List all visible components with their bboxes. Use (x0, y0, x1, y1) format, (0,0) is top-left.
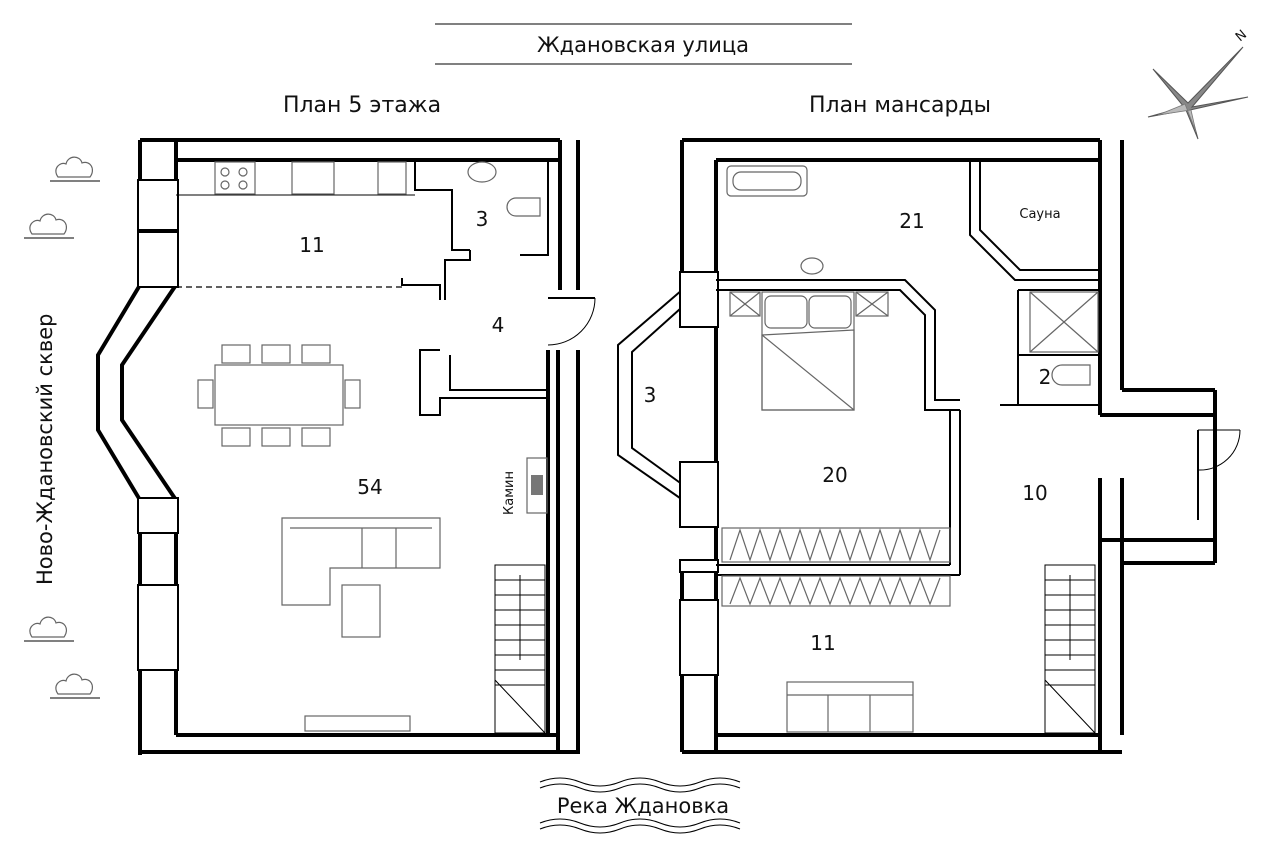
room-area-label: 3 (476, 207, 489, 231)
stove-icon (214, 161, 256, 195)
sink-icon (467, 161, 497, 183)
square-label: Ново-Ждановский сквер (33, 314, 57, 585)
tree-icon (50, 156, 100, 182)
compass-north-letter: N (1233, 27, 1250, 45)
fireplace-label: Камин (502, 471, 517, 515)
attic-plan: 21 Сауна 3 2 20 10 11 (617, 138, 1241, 754)
tree-icon (50, 673, 100, 699)
bathtub-icon (726, 165, 808, 197)
sauna-label: Сауна (1019, 207, 1060, 222)
tree-icon (24, 616, 74, 642)
tree-icon (24, 213, 74, 239)
compass-rose-icon (1147, 46, 1249, 140)
floor5-plan: 11 3 4 54 Камин (96, 138, 596, 755)
sofa-icon (281, 517, 441, 606)
plan-title-floor5: План 5 этажа (283, 93, 441, 118)
room-area-label: 10 (1022, 481, 1047, 505)
stairs-icon (494, 564, 546, 734)
room-area-label: 2 (1039, 365, 1052, 389)
street-label-group: Ждановская улица (435, 23, 852, 65)
table-icon (214, 364, 344, 426)
sink-icon (800, 257, 824, 275)
room-area-label: 3 (644, 383, 657, 407)
sink-icon (291, 161, 335, 195)
fireplace-icon (526, 457, 548, 514)
river-label: Река Ждановка (557, 794, 729, 818)
room-area-label: 21 (899, 209, 924, 233)
street-label: Ждановская улица (537, 33, 749, 57)
stairs-icon (1044, 564, 1096, 734)
sofa-icon (786, 681, 914, 733)
toilet-icon (1051, 364, 1091, 386)
plan-title-attic: План мансарды (809, 93, 991, 118)
toilet-icon (506, 197, 541, 217)
room-area-label: 20 (822, 463, 847, 487)
room-area-label: 4 (492, 313, 505, 337)
fridge-icon (377, 161, 407, 195)
room-area-label: 11 (299, 233, 324, 257)
room-area-label: 54 (357, 475, 382, 499)
bed-icon (761, 291, 855, 411)
room-area-label: 11 (810, 631, 835, 655)
river-label-group: Река Ждановка (539, 777, 741, 834)
